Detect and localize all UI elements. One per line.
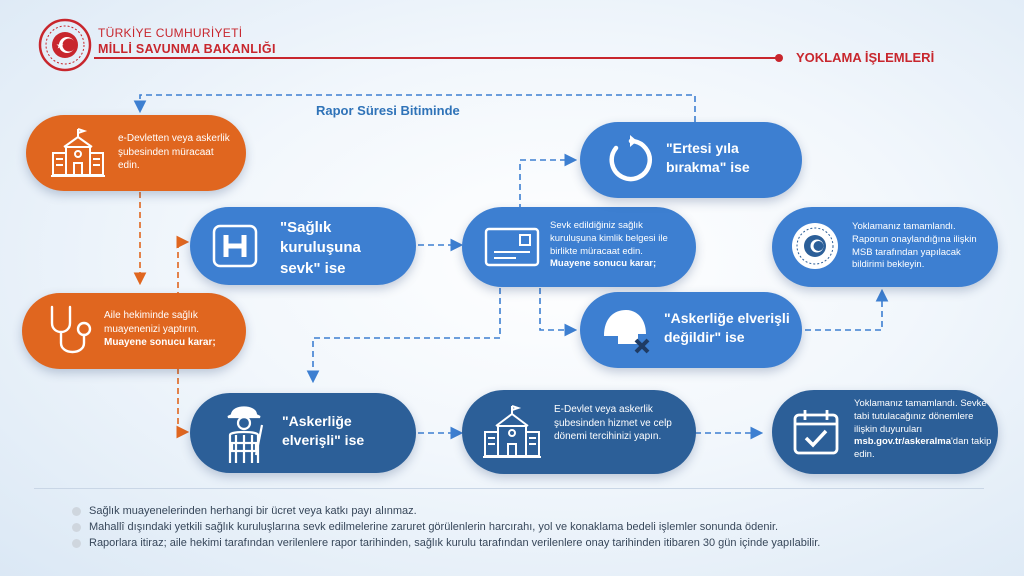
- calendar-check-icon: [793, 410, 839, 455]
- note-item: Raporlara itiraz; aile hekimi tarafından…: [72, 535, 984, 551]
- note-text: Mahallî dışındaki yetkili sağlık kuruluş…: [89, 521, 779, 533]
- step-tercih: E-Devlet veya askerlik şubesinden hizmet…: [462, 390, 696, 474]
- flow-label-rapor: Rapor Süresi Bitiminde: [316, 103, 460, 118]
- step-degil-text: "Askerliğe elverişli değildir" ise: [664, 310, 790, 345]
- step-duyuru-text2: 'dan takip edin.: [854, 436, 992, 461]
- note-item: Mahallî dışındaki yetkili sağlık kuruluş…: [72, 519, 984, 535]
- step-sevk-muracaat: Sevk edildiğiniz sağlık kuruluşuna kimli…: [462, 207, 696, 287]
- step-ertesi-text: "Ertesi yıla bırakma" ise: [666, 140, 750, 175]
- step-ertesi-yil: "Ertesi yıla bırakma" ise: [580, 122, 802, 198]
- ministry-seal-icon: [792, 223, 838, 269]
- header-divider-dot: [775, 54, 783, 62]
- refresh-icon: [609, 135, 652, 182]
- step-msb-text: Yoklamanız tamamlandı. Raporun onaylandı…: [852, 221, 977, 271]
- step-aile-text: Aile hekiminde sağlık muayenenizi yaptır…: [104, 310, 200, 335]
- msb-askeralma-link[interactable]: msb.gov.tr/askeralma: [854, 436, 951, 448]
- header-divider: [94, 57, 778, 59]
- step-elverisli-text: "Askerliğe elverişli" ise: [282, 413, 365, 448]
- bullet-icon: [72, 506, 81, 516]
- helmet-cross-icon: [604, 310, 650, 354]
- step-aile-strong: Muayene sonucu karar;: [104, 337, 216, 348]
- note-text: Raporlara itiraz; aile hekimi tarafından…: [89, 537, 821, 549]
- step-edevlet-text: e-Devletten veya askerlik şubesinden mür…: [118, 133, 230, 171]
- stethoscope-icon: [50, 305, 92, 354]
- bullet-icon: [72, 538, 81, 548]
- step-saglik-text: "Sağlık kuruluşuna sevk" ise: [280, 219, 361, 277]
- school-building-icon: [51, 128, 105, 177]
- ministry-name-line1: TÜRKİYE CUMHURİYETİ: [98, 26, 243, 40]
- hospital-sign-icon: [212, 224, 258, 268]
- step-aile-hekimi: Aile hekiminde sağlık muayenenizi yaptır…: [22, 293, 246, 369]
- id-card-icon: [484, 227, 540, 267]
- section-title: YOKLAMA İŞLEMLERİ: [796, 50, 935, 65]
- step-elverisli-degil: "Askerliğe elverişli değildir" ise: [580, 292, 802, 368]
- step-sevk-duyuru: Yoklamanız tamamlandı. Sevke tabi tutula…: [772, 390, 998, 474]
- step-saglik-sevk: "Sağlık kuruluşuna sevk" ise: [190, 207, 416, 285]
- step-sevk-strong: Muayene sonucu karar;: [550, 258, 657, 270]
- school-building-icon: [483, 405, 541, 458]
- note-text: Sağlık muayenelerinden herhangi bir ücre…: [89, 505, 417, 517]
- notes-panel: Sağlık muayenelerinden herhangi bir ücre…: [34, 488, 984, 564]
- step-duyuru-text1: Yoklamanız tamamlandı. Sevke tabi tutula…: [854, 398, 987, 435]
- step-sevk-text: Sevk edildiğiniz sağlık kuruluşuna kimli…: [550, 220, 668, 257]
- soldier-icon: [227, 406, 264, 463]
- note-item: Sağlık muayenelerinden herhangi bir ücre…: [72, 503, 984, 519]
- step-edevlet: e-Devletten veya askerlik şubesinden mür…: [26, 115, 246, 191]
- step-tercih-text: E-Devlet veya askerlik şubesinden hizmet…: [554, 404, 672, 442]
- ministry-emblem-icon: [38, 18, 92, 72]
- step-msb-bildirim: Yoklamanız tamamlandı. Raporun onaylandı…: [772, 207, 998, 287]
- step-elverisli: "Askerliğe elverişli" ise: [190, 393, 416, 473]
- ministry-name-line2: MİLLİ SAVUNMA BAKANLIĞI: [98, 42, 276, 56]
- bullet-icon: [72, 522, 81, 532]
